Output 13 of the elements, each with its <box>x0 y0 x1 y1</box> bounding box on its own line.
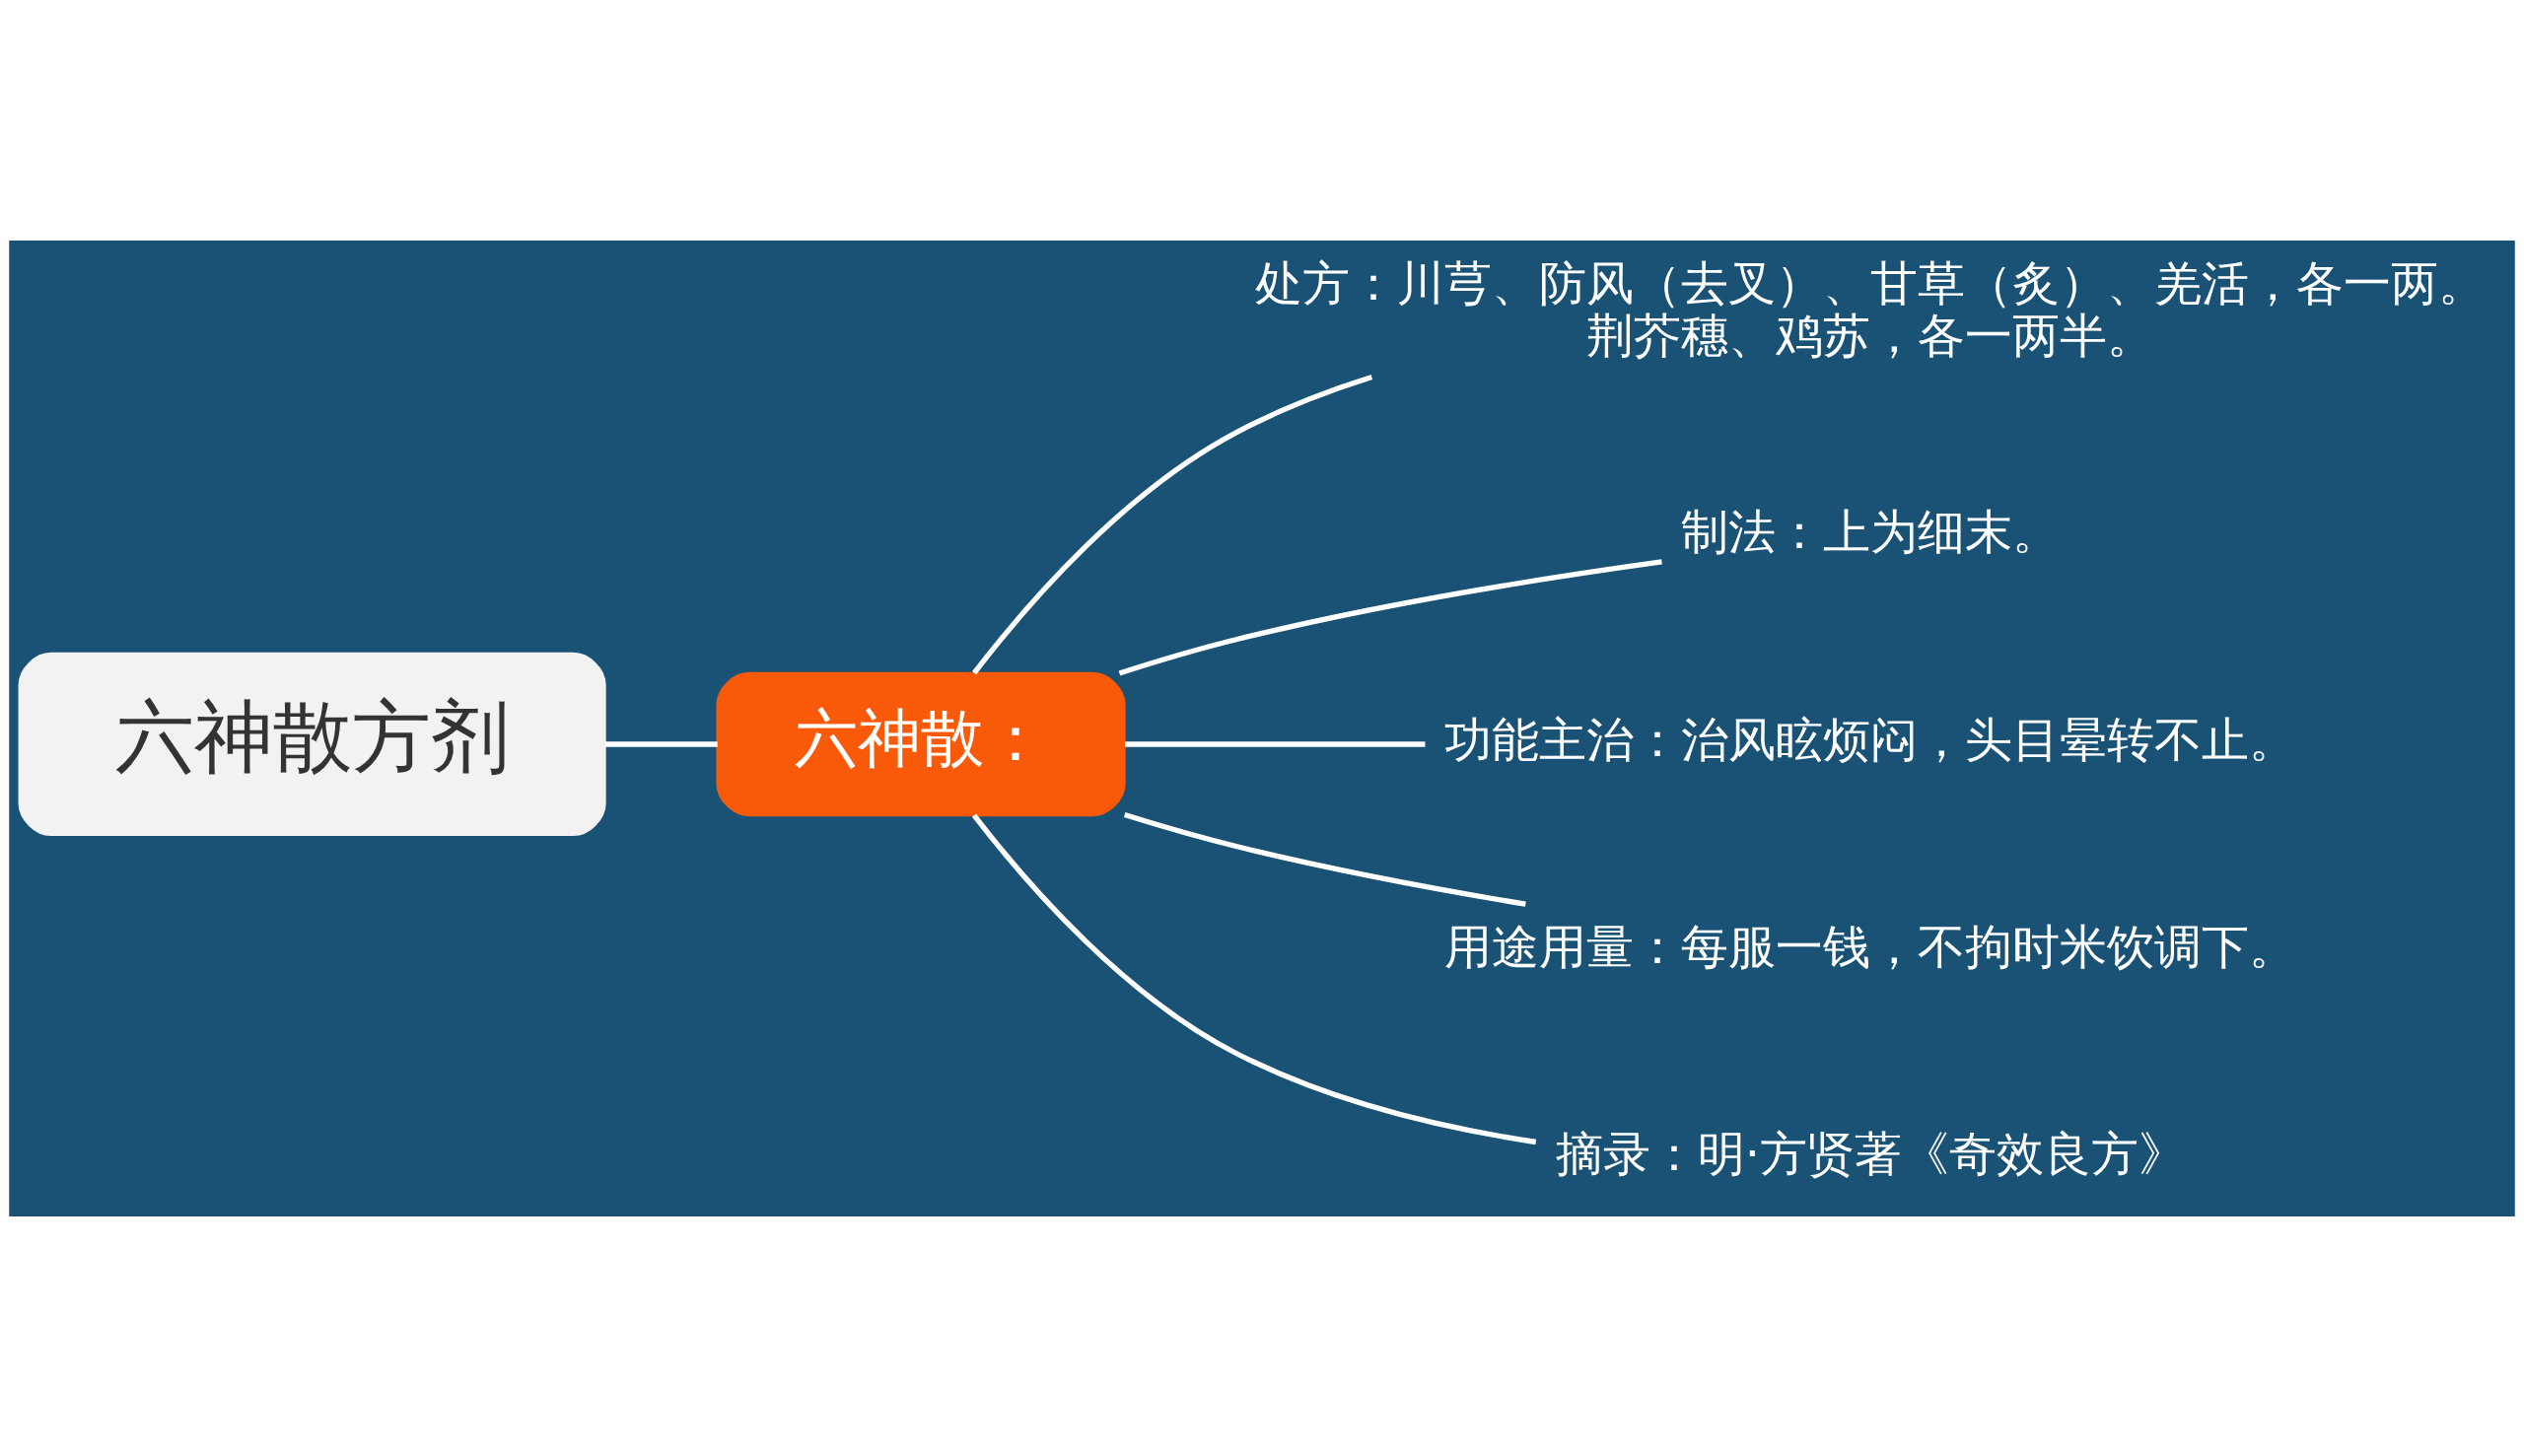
node-text: 处方：川芎、防风（去叉）、甘草（炙）、羌活，各一两。荆芥穗、鸡苏，各一两半。 <box>1255 255 2487 363</box>
node-text: 摘录：明·方贤著《奇效良方》 <box>1555 1126 2187 1181</box>
connector <box>1125 740 1426 747</box>
node-text: 功能主治：治风眩烦闷，头目晕转不止。 <box>1444 712 2297 767</box>
connector <box>971 812 1537 1144</box>
node-text: 制法：上为细末。 <box>1681 504 2061 559</box>
node-text: 用途用量：每服一钱，不拘时米饮调下。 <box>1444 919 2297 974</box>
connector <box>1123 811 1526 907</box>
node-box: 六神散： <box>716 671 1126 816</box>
connector <box>604 740 718 747</box>
node-box: 六神散方剂 <box>18 652 606 836</box>
connector <box>972 374 1373 674</box>
connector <box>1118 558 1662 675</box>
